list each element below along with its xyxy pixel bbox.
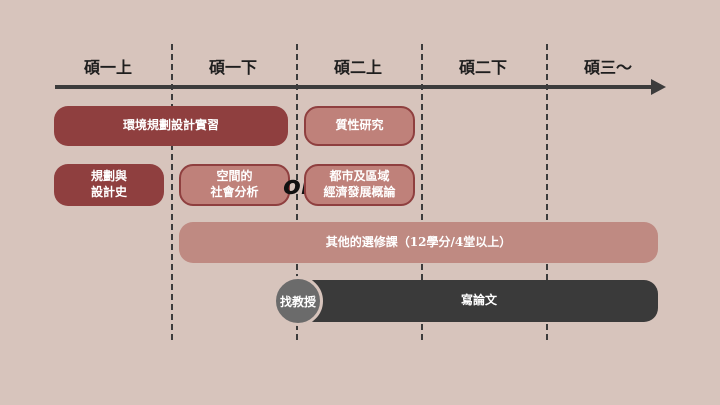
course-label: 空間的 社會分析	[210, 169, 259, 199]
task-label: 找教授	[279, 294, 316, 309]
course-planning-design-history: 規劃與 設計史	[54, 164, 164, 206]
semester-label-2: 碩一下	[208, 58, 257, 77]
course-urban-regional-economics: 都市及區域 經濟發展概論	[304, 164, 415, 206]
course-qualitative-research: 質性研究	[304, 106, 415, 146]
semester-divider	[296, 44, 298, 340]
course-label: 其他的選修課（12學分/4堂以上）	[325, 234, 512, 249]
semester-label-1: 碩一上	[83, 58, 132, 77]
timeline-axis	[55, 85, 655, 89]
course-spatial-social-analysis: 空間的 社會分析	[179, 164, 290, 206]
course-label: 都市及區域 經濟發展概論	[323, 169, 396, 199]
course-env-planning-studio: 環境規劃設計實習	[54, 106, 288, 146]
timeline-arrowhead	[651, 79, 666, 95]
course-electives: 其他的選修課（12學分/4堂以上）	[179, 222, 658, 263]
semester-label-4: 碩二下	[458, 58, 507, 77]
semester-divider	[546, 44, 548, 340]
semester-divider	[171, 44, 173, 340]
semester-label-5: 碩三～	[583, 58, 632, 77]
course-label: 質性研究	[335, 118, 384, 133]
semester-divider	[421, 44, 423, 340]
course-label: 規劃與 設計史	[90, 169, 127, 199]
task-write-thesis: 寫論文	[300, 280, 658, 322]
semester-label-3: 碩二上	[333, 58, 382, 77]
course-label: 環境規劃設計實習	[122, 118, 219, 133]
task-label: 寫論文	[460, 293, 497, 308]
task-find-advisor: 找教授	[273, 276, 323, 326]
